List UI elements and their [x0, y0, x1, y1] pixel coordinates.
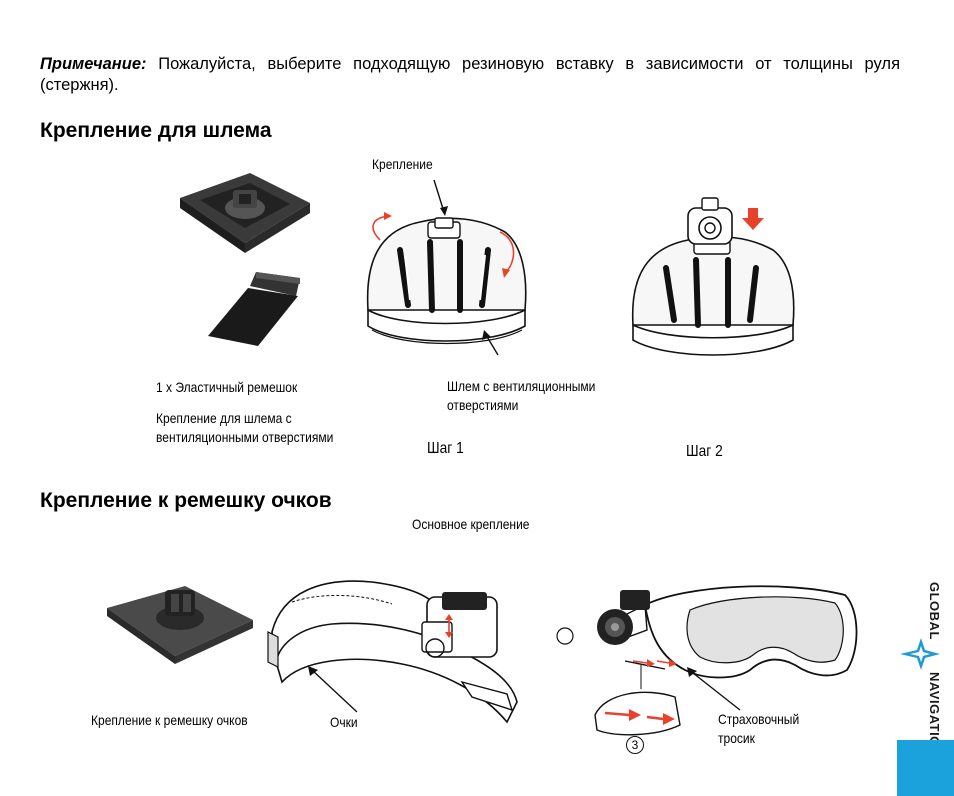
goggles-caption: Очки — [330, 714, 358, 730]
step2-label: Шаг 2 — [686, 443, 723, 460]
helmet-step2-image — [631, 197, 795, 356]
circled-number: 3 — [626, 736, 644, 754]
goggles-section-title: Крепление к ремешку очков — [40, 489, 332, 512]
mount-caption: Крепление для шлема с вентиляционными от… — [156, 410, 334, 445]
mount-label: Крепление — [372, 156, 433, 172]
brand-logo: GLOBAL NAVIGATION — [896, 572, 946, 757]
helmet-mount-plate-image — [180, 173, 310, 253]
corner-color-block — [897, 740, 954, 796]
note-text: Пожалуйста, выберите подходящую резинову… — [40, 55, 900, 94]
note-paragraph: Примечание: Пожалуйста, выберите подходя… — [40, 54, 900, 96]
step1-label: Шаг 1 — [427, 440, 464, 457]
main-mount-label: Основное крепление — [412, 516, 530, 532]
logo-star-icon: GLOBAL NAVIGATION — [900, 582, 942, 757]
logo-text-top: GLOBAL — [927, 582, 942, 640]
circle-marker — [556, 627, 574, 645]
goggles-strap-image — [267, 580, 518, 724]
logo-text-bottom: NAVIGATION — [927, 672, 942, 757]
elastic-strap-image — [208, 272, 300, 346]
helmet-section-title: Крепление для шлема — [40, 119, 272, 142]
note-label: Примечание: — [40, 55, 147, 73]
strap-caption: 1 х Эластичный ремешок — [156, 379, 298, 395]
helmet-step1-image — [366, 179, 527, 356]
goggles-camera-image — [594, 585, 858, 736]
tether-caption: Страховочный тросик — [718, 711, 800, 746]
goggle-mount-caption: Крепление к ремешку очков — [91, 712, 248, 728]
goggle-mount-image — [107, 586, 253, 664]
helmet-caption: Шлем с вентиляционными отверстиями — [447, 378, 596, 413]
